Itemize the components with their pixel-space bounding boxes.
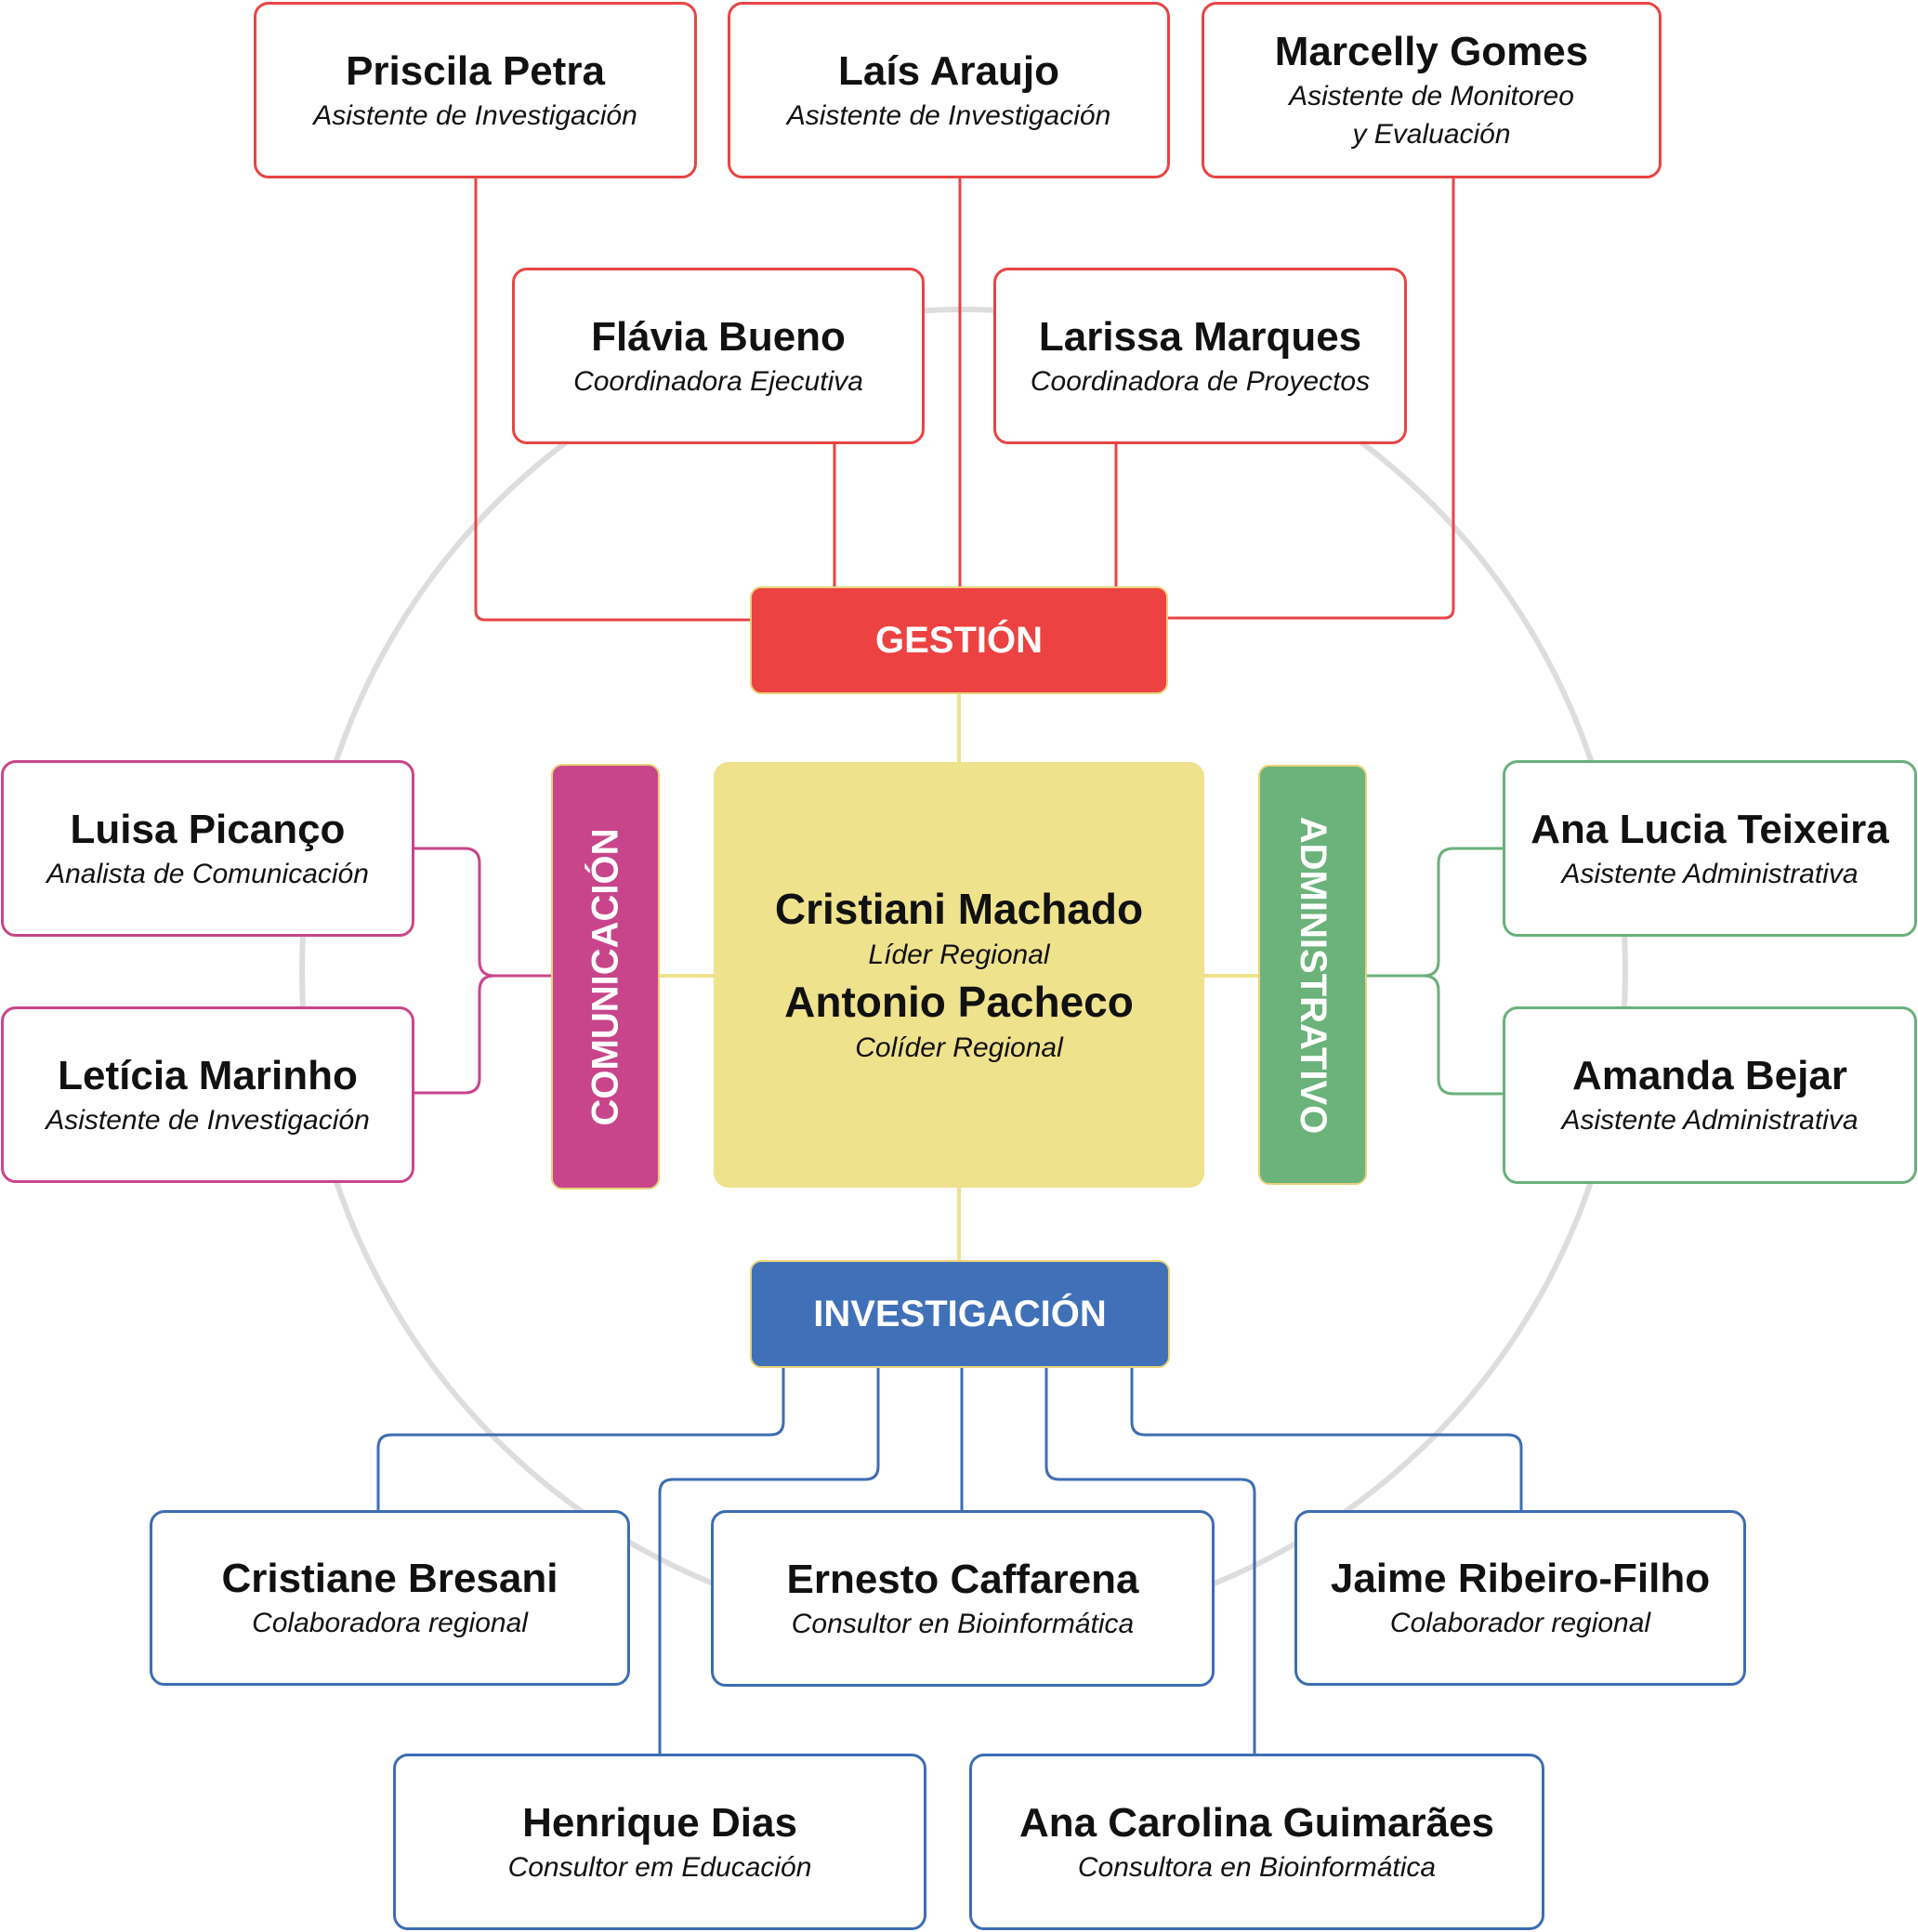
member-name: Henrique Dias [522, 1799, 797, 1846]
member-role: Analista de Comunicación [46, 858, 369, 889]
comunicacion-header: COMUNICACIÓN [551, 764, 660, 1189]
investigacion-header: INVESTIGACIÓN [750, 1260, 1170, 1368]
member-card-flavia-bueno: Flávia Bueno Coordinadora Ejecutiva [512, 268, 925, 444]
member-name: Flávia Bueno [591, 313, 846, 360]
member-role: Asistente de Investigación [46, 1104, 370, 1136]
member-name: Amanda Bejar [1572, 1053, 1847, 1098]
member-card-larissa-marques: Larissa Marques Coordinadora de Proyecto… [993, 268, 1407, 444]
member-name: Priscila Petra [346, 47, 605, 94]
member-role: Asistente Administrativa [1561, 1105, 1859, 1136]
member-name: Letícia Marinho [58, 1052, 358, 1098]
leader-name: Cristiani Machado [774, 885, 1144, 933]
member-card-amanda-bejar: Amanda Bejar Asistente Administrativa [1503, 1006, 1917, 1184]
member-role: Asistente de Investigación [786, 99, 1111, 131]
member-card-ernesto-caffarena: Ernesto Caffarena Consultor en Bioinform… [711, 1510, 1215, 1687]
member-role: Asistente Administrativa [1561, 858, 1859, 889]
member-name: Ana Carolina Guimarães [1018, 1799, 1495, 1846]
member-role: Coordinadora Ejecutiva [573, 365, 863, 397]
investigacion-connectors [376, 1366, 1523, 1754]
member-card-lais-araujo: Laís Araujo Asistente de Investigación [728, 2, 1170, 178]
administrativo-header: ADMINISTRATIVO [1258, 765, 1367, 1185]
member-name: Jaime Ribeiro-Filho [1330, 1556, 1711, 1601]
administrativo-connectors [1366, 847, 1503, 1096]
administrativo-label: ADMINISTRATIVO [1293, 816, 1333, 1134]
gestion-connectors [474, 178, 1455, 622]
member-card-luisa-picanco: Luisa Picanço Analista de Comunicación [1, 760, 414, 937]
member-role: Consultora en Bioinformática [1077, 1851, 1437, 1883]
member-role: Consultor em Educación [507, 1851, 812, 1883]
member-role: Colaborador regional [1389, 1608, 1651, 1638]
member-name: Luisa Picanço [70, 806, 346, 852]
member-role: Asistente de Monitoreo y Evaluación [1289, 81, 1574, 150]
member-card-ana-lucia-teixeira: Ana Lucia Teixeira Asistente Administrat… [1503, 760, 1917, 937]
member-card-cristiane-bresani: Cristiane Bresani Colaboradora regional [150, 1510, 630, 1686]
member-card-marcelly-gomes: Marcelly Gomes Asistente de Monitoreo y … [1202, 2, 1662, 178]
member-card-ana-carolina-guimaraes: Ana Carolina Guimarães Consultora en Bio… [969, 1754, 1544, 1930]
member-role: Asistente de Investigación [313, 99, 637, 131]
coleader-role: Colíder Regional [855, 1032, 1063, 1063]
member-card-leticia-marinho: Letícia Marinho Asistente de Investigaci… [1, 1006, 414, 1183]
member-name: Ana Lucia Teixeira [1530, 806, 1889, 852]
investigacion-label: INVESTIGACIÓN [813, 1293, 1107, 1334]
member-name: Ernesto Caffarena [786, 1556, 1139, 1602]
member-name: Marcelly Gomes [1274, 29, 1589, 74]
leader-role: Líder Regional [868, 940, 1050, 970]
member-card-jaime-ribeiro-filho: Jaime Ribeiro-Filho Colaborador regional [1294, 1510, 1746, 1686]
coleader-name: Antonio Pacheco [784, 978, 1134, 1026]
member-role: Coordinadora de Proyectos [1030, 365, 1371, 397]
comunicacion-connectors [414, 847, 552, 1095]
comunicacion-label: COMUNICACIÓN [585, 828, 626, 1125]
member-role: Colaboradora regional [252, 1608, 528, 1638]
member-name: Laís Araujo [838, 47, 1059, 94]
member-role: Consultor en Bioinformática [791, 1608, 1135, 1639]
member-name: Cristiane Bresani [221, 1556, 558, 1601]
gestion-label: GESTIÓN [874, 619, 1044, 661]
member-card-priscila-petra: Priscila Petra Asistente de Investigació… [254, 2, 697, 178]
member-name: Larissa Marques [1038, 313, 1362, 360]
regional-leadership-box: Cristiani Machado Líder Regional Antonio… [714, 762, 1204, 1188]
gestion-header: GESTIÓN [750, 586, 1168, 694]
member-card-henrique-dias: Henrique Dias Consultor em Educación [393, 1754, 926, 1930]
